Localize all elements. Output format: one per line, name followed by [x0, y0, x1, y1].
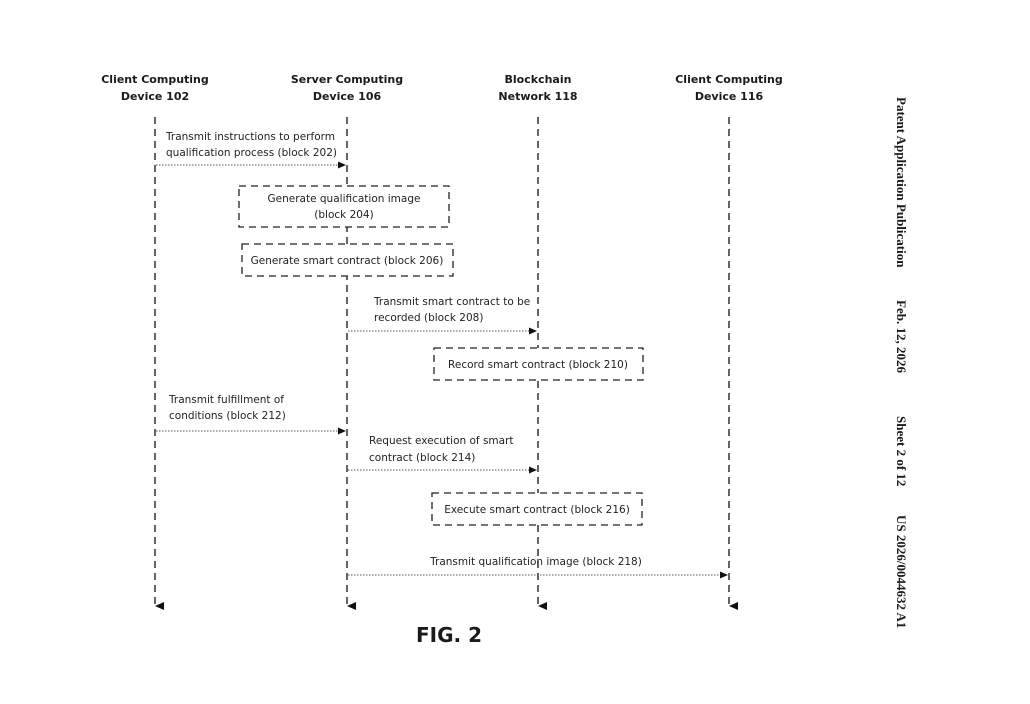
lane-title-line2: Device 106 — [313, 90, 382, 103]
message-text-line2: recorded (block 208) — [374, 312, 483, 324]
message-text-line1: Request execution of smart — [369, 435, 514, 447]
process-box-block-206: Generate smart contract (block 206) — [241, 243, 454, 277]
publication-number: US 2026/0044632 A1 — [894, 515, 909, 628]
lane-title-blockchain-118: Blockchain Network 118 — [498, 73, 577, 103]
process-box-text: Generate smart contract (block 206) — [251, 255, 444, 267]
process-box-block-204: Generate qualification image (block 204) — [238, 185, 450, 228]
process-box-block-216: Execute smart contract (block 216) — [431, 492, 643, 526]
message-text-line1: Transmit fulfillment of — [168, 394, 284, 406]
process-box-text: Execute smart contract (block 216) — [444, 504, 630, 516]
lane-title-line1: Client Computing — [675, 73, 783, 86]
lane-title-line2: Device 116 — [695, 90, 764, 103]
message-text: Transmit qualification image (block 218) — [429, 556, 642, 568]
process-box-text-line2: (block 204) — [314, 209, 373, 221]
lane-title-server-106: Server Computing Device 106 — [291, 73, 403, 103]
lane-title-client-102: Client Computing Device 102 — [101, 73, 209, 103]
lane-title-line1: Server Computing — [291, 73, 403, 86]
message-block-214: Request execution of smart contract (blo… — [348, 435, 537, 474]
message-text-line2: conditions (block 212) — [169, 410, 286, 422]
process-box-outline — [431, 492, 643, 526]
message-text-line2: contract (block 214) — [369, 452, 475, 464]
lane-title-line1: Client Computing — [101, 73, 209, 86]
process-box-text: Record smart contract (block 210) — [448, 359, 628, 371]
process-box-outline — [241, 243, 454, 277]
process-box-outline — [238, 185, 450, 228]
message-block-202: Transmit instructions to perform qualifi… — [156, 131, 346, 169]
message-text-line2: qualification process (block 202) — [166, 147, 337, 159]
lane-title-line1: Blockchain — [505, 73, 572, 86]
message-text-line1: Transmit smart contract to be — [373, 296, 530, 308]
publication-type: Patent Application Publication — [894, 97, 909, 268]
process-box-outline — [433, 347, 644, 381]
message-block-208: Transmit smart contract to be recorded (… — [348, 296, 537, 335]
process-box-block-210: Record smart contract (block 210) — [433, 347, 644, 381]
lane-title-line2: Network 118 — [498, 90, 577, 103]
message-text-line1: Transmit instructions to perform — [165, 131, 335, 143]
lane-title-client-116: Client Computing Device 116 — [675, 73, 783, 103]
message-block-218: Transmit qualification image (block 218) — [348, 556, 728, 579]
figure-label: FIG. 2 — [416, 623, 482, 647]
sheet-number: Sheet 2 of 12 — [894, 416, 909, 486]
process-box-text-line1: Generate qualification image — [268, 193, 421, 205]
patent-header: Patent Application Publication Feb. 12, … — [894, 97, 909, 628]
publication-date: Feb. 12, 2026 — [894, 300, 909, 373]
lane-title-line2: Device 102 — [121, 90, 189, 103]
message-block-212: Transmit fulfillment of conditions (bloc… — [156, 394, 346, 435]
